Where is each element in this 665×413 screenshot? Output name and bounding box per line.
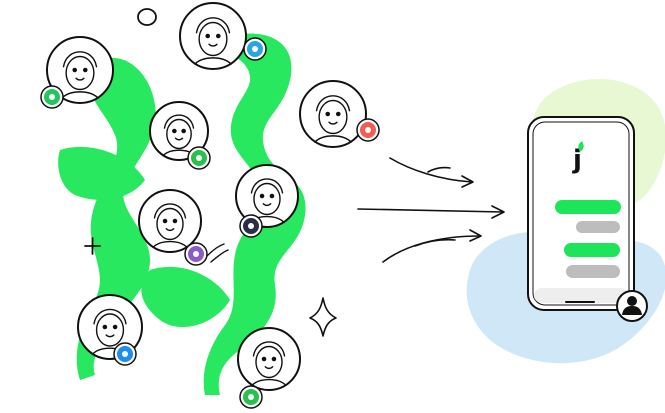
avatar-5 <box>235 164 299 238</box>
face-drawing <box>314 95 352 143</box>
green-blob-mid <box>141 266 230 328</box>
phone-icon <box>40 85 64 109</box>
face-drawing <box>194 17 232 65</box>
email-icon <box>356 118 380 142</box>
viber-icon <box>184 242 208 266</box>
avatar-8 <box>237 327 301 409</box>
arrow-top <box>389 157 474 188</box>
face-drawing <box>249 178 285 224</box>
chat-bubble-left <box>555 200 621 214</box>
speed-lines <box>206 243 229 263</box>
face-drawing <box>91 308 129 355</box>
user-icon <box>622 296 642 315</box>
avatar-6 <box>138 189 208 266</box>
green-blob-left-2 <box>58 146 145 200</box>
face-drawing <box>61 51 99 99</box>
plus-doodle <box>84 237 101 255</box>
arrow-bottom <box>382 229 482 263</box>
phone <box>527 116 635 311</box>
chat-bubble-right <box>576 221 620 233</box>
circle-doodle <box>137 8 157 26</box>
messenger-icon <box>113 342 137 366</box>
face-drawing <box>152 203 188 249</box>
chat-icon <box>187 146 211 170</box>
avatar-7 <box>77 294 143 366</box>
brand-logo: j <box>573 145 582 175</box>
camera-icon <box>239 214 263 238</box>
telegram-icon <box>243 37 267 61</box>
brand-logo-letter: j <box>573 145 582 175</box>
arrow-middle <box>357 205 505 219</box>
avatar-2 <box>179 2 267 70</box>
phone-home-bar-area <box>534 288 628 303</box>
avatar-1 <box>40 36 114 109</box>
face-drawing <box>251 341 287 387</box>
whatsapp-icon <box>239 385 263 409</box>
avatar-3 <box>299 80 380 148</box>
sparkle-doodle <box>309 297 337 337</box>
avatar-4 <box>149 101 211 170</box>
chat-bubble-left <box>564 243 620 257</box>
agent-avatar <box>616 290 648 322</box>
chat-bubble-right <box>566 265 620 278</box>
